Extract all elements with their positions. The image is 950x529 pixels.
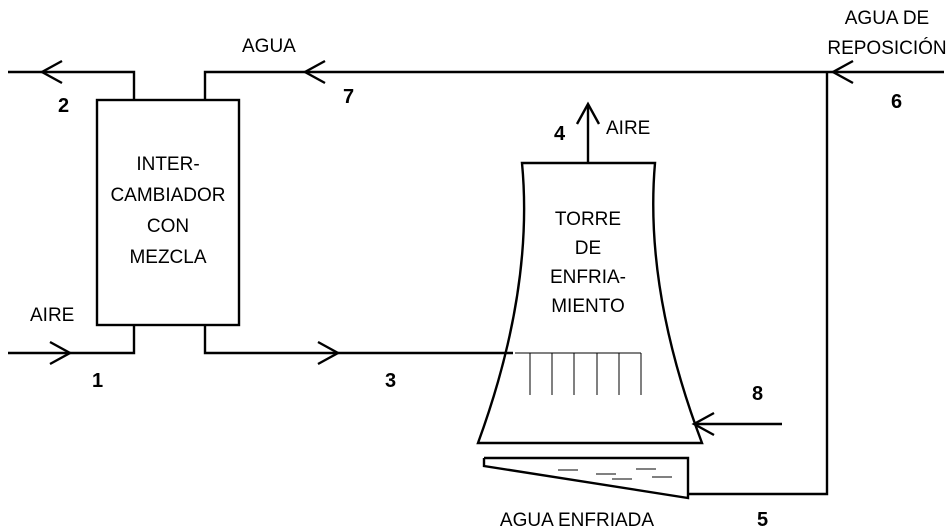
stream-5-number: 5 [757, 509, 768, 529]
intercambiador-label-line-2: CAMBIADOR [110, 185, 225, 206]
stream-6-arrow-icon [830, 59, 854, 85]
intercambiador-label-line-3: CON [147, 216, 189, 237]
stream-2-line [8, 59, 136, 100]
agua-label: AGUA [242, 36, 296, 57]
torre-label-line-3: ENFRIA- [550, 267, 626, 288]
stream-1-arrow-icon [49, 340, 73, 366]
stream-8-arrow-icon [691, 411, 715, 437]
agua-de-reposicion-label-line-2: REPOSICIÓN [827, 37, 946, 59]
stream-1-number: 1 [92, 370, 103, 392]
stream-7-number: 7 [343, 86, 354, 108]
stream-2-arrow-icon [39, 59, 63, 85]
stream-6-line [827, 59, 944, 85]
torre-label-line-1: TORRE [555, 209, 621, 230]
stream-4-line [575, 101, 601, 163]
stream-6-number: 6 [891, 91, 902, 113]
stream-8-number: 8 [752, 383, 763, 405]
stream-7-line [203, 59, 827, 100]
tower-packing [515, 352, 642, 395]
stream-3-arrow-icon [317, 340, 341, 366]
cold-water-basin [482, 456, 690, 500]
aire-out-label: AIRE [606, 118, 650, 139]
aire-in-label: AIRE [30, 305, 74, 326]
stream-4-arrow-icon [575, 101, 601, 125]
intercambiador-label-line-4: MEZCLA [129, 247, 206, 268]
torre-label-line-4: MIENTO [551, 296, 625, 317]
agua-enfriada-label: AGUA ENFRIADA [500, 510, 654, 529]
stream-5-line [688, 72, 829, 496]
stream-2-number: 2 [58, 95, 69, 117]
stream-3-number: 3 [385, 370, 396, 392]
intercambiador-box [95, 98, 241, 327]
torre-label-line-2: DE [575, 238, 601, 259]
agua-de-reposicion-label-line-1: AGUA DE [845, 8, 929, 29]
torre-de-enfriamiento: TORRE DE ENFRIA- MIENTO [476, 161, 704, 445]
stream-8-line [691, 411, 782, 437]
intercambiador-label-line-1: INTER- [136, 154, 199, 175]
stream-7-arrow-icon [302, 59, 326, 85]
stream-1-line [8, 325, 136, 366]
stream-4-number: 4 [554, 123, 566, 145]
intercambiador-con-mezcla: INTER- CAMBIADOR CON MEZCLA [95, 98, 241, 327]
stream-3-line [203, 325, 513, 366]
tower-shell [476, 161, 704, 445]
